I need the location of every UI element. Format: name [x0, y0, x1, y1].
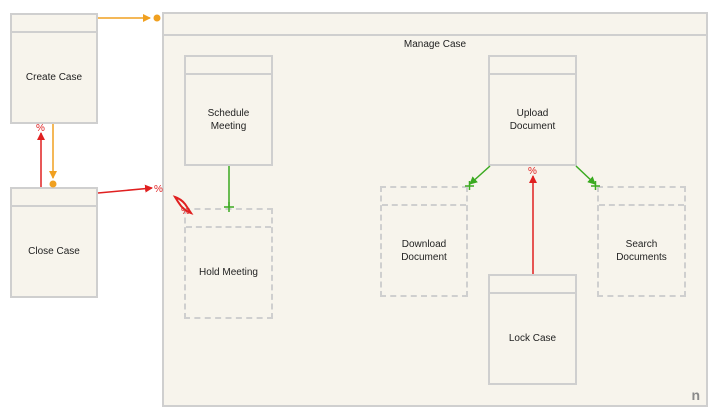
lock-case-node[interactable]: Lock Case [488, 274, 577, 385]
upload-document-node[interactable]: Upload Document [488, 55, 577, 166]
node-header [599, 188, 684, 206]
lock-case-label: Lock Case [508, 333, 557, 344]
download-document-node[interactable]: Download Document [380, 186, 468, 297]
close-case-node[interactable]: Close Case [10, 187, 98, 298]
edge-close-to-manage [97, 184, 153, 194]
node-header [382, 188, 466, 206]
container-header [164, 14, 706, 36]
corner-mark: n [691, 387, 700, 403]
percent-marker: % [36, 123, 45, 134]
node-header [186, 57, 271, 75]
hold-meeting-node[interactable]: Hold Meeting [184, 208, 273, 319]
schedule-meeting-label: Schedule Meeting [207, 107, 250, 132]
search-documents-node[interactable]: Search Documents [597, 186, 686, 297]
container-title: Manage Case [403, 39, 467, 50]
upload-document-label: Upload Document [509, 107, 556, 132]
edge-end-dot [153, 14, 161, 22]
node-header [186, 210, 271, 228]
close-case-label: Close Case [28, 246, 80, 257]
search-documents-label: Search Documents [616, 238, 667, 263]
create-case-label: Create Case [25, 72, 83, 83]
node-header [490, 276, 575, 294]
hold-meeting-label: Hold Meeting [199, 267, 258, 278]
schedule-meeting-node[interactable]: Schedule Meeting [184, 55, 273, 166]
node-header [490, 57, 575, 75]
node-header [12, 15, 96, 33]
node-header [12, 189, 96, 207]
create-case-node[interactable]: Create Case [10, 13, 98, 124]
download-document-label: Download Document [401, 238, 447, 263]
